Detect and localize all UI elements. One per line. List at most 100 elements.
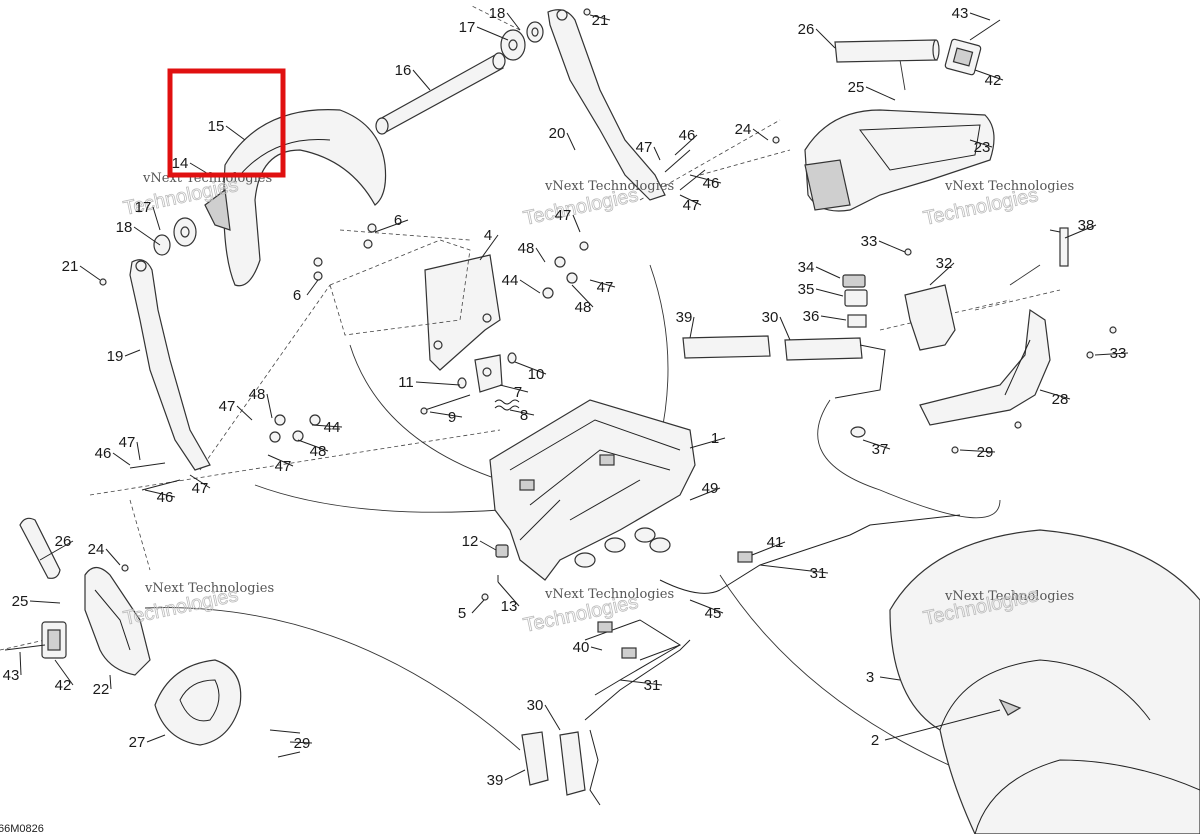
callout-42: 42: [55, 677, 72, 694]
part-grip-26-top: [834, 39, 940, 63]
callout-leader: [679, 194, 702, 206]
callout-10: 10: [528, 366, 545, 383]
callout-12: 12: [462, 533, 479, 550]
callout-leader: [112, 452, 131, 466]
callout-leader: [815, 28, 836, 49]
part-grip-30-right: [784, 337, 886, 399]
callout-48: 48: [249, 386, 266, 403]
callout-42: 42: [985, 72, 1002, 89]
callout-leader: [514, 361, 547, 375]
callout-47: 47: [219, 398, 236, 415]
part-washer-17-18-top: [500, 21, 544, 61]
part-handle-23: [804, 109, 995, 212]
callout-leader: [1039, 389, 1071, 400]
callout-37: 37: [872, 441, 889, 458]
callout-leader: [815, 288, 844, 297]
callout-21: 21: [62, 258, 79, 275]
part-clip-37: [850, 426, 866, 438]
part-bezel-42-left: [41, 621, 67, 659]
callout-33: 33: [861, 233, 878, 250]
callout-30: 30: [762, 309, 779, 326]
callout-leader: [779, 316, 791, 341]
callout-24: 24: [735, 121, 752, 138]
part-bumper-12: [495, 544, 509, 558]
callout-leader: [79, 265, 101, 281]
callout-14: 14: [172, 155, 189, 172]
callout-leader: [589, 279, 616, 288]
callout-16: 16: [395, 62, 412, 79]
callout-leader: [689, 437, 726, 449]
callout-32: 32: [936, 255, 953, 272]
callout-leader: [189, 474, 211, 489]
watermark-text: vNext Technologies: [544, 587, 674, 602]
callout-leader: [878, 240, 906, 253]
callout-leader: [297, 439, 329, 452]
part-washer-17-18-left: [153, 217, 197, 256]
part-grip-26-left: [19, 517, 61, 579]
callout-leader: [535, 247, 546, 263]
callout-30: 30: [527, 697, 544, 714]
callout-leader: [589, 14, 611, 21]
callout-leader: [506, 12, 521, 31]
callout-leader: [590, 646, 603, 651]
callout-leader: [306, 279, 319, 296]
callout-26: 26: [798, 21, 815, 38]
callout-leader: [39, 540, 74, 561]
part-bracket-28: [919, 308, 1051, 426]
callout-43: 43: [3, 667, 20, 684]
callout-leader: [19, 651, 22, 676]
callout-leader: [289, 741, 313, 744]
callout-leader: [959, 449, 996, 453]
callout-leader: [124, 349, 141, 357]
callout-47: 47: [555, 207, 572, 224]
callout-leader: [752, 128, 769, 141]
part-rear-cover-15: [204, 109, 387, 287]
flow-arrows: [144, 59, 1041, 771]
callout-leader: [136, 441, 141, 461]
fasteners: [4, 8, 1117, 758]
callout-39: 39: [487, 772, 504, 789]
callout-46: 46: [679, 127, 696, 144]
watermark-text: vNext Technologies: [944, 179, 1074, 194]
callout-43: 43: [952, 5, 969, 22]
part-screw-5: [481, 593, 489, 601]
callout-17: 17: [459, 19, 476, 36]
callout-leader: [236, 405, 253, 421]
callout-9: 9: [448, 409, 456, 426]
callout-leader: [476, 26, 509, 41]
callout-47: 47: [275, 458, 292, 475]
callout-leader: [146, 734, 166, 743]
part-arm-19: [129, 259, 211, 471]
part-clamps-49: [574, 527, 671, 568]
callout-leader: [815, 266, 841, 279]
callout-1: 1: [711, 430, 719, 447]
callout-leader: [429, 411, 463, 418]
callout-leader: [572, 214, 581, 233]
callout-22: 22: [93, 681, 110, 698]
callout-leader: [509, 409, 535, 416]
callout-18: 18: [489, 5, 506, 22]
callout-29: 29: [294, 735, 311, 752]
callout-31: 31: [810, 565, 827, 582]
callout-leader: [929, 262, 955, 286]
callout-40: 40: [573, 639, 590, 656]
part-handle-22: [84, 566, 151, 676]
callout-leader: [54, 659, 74, 686]
callout-leader: [689, 316, 695, 339]
callout-leader: [884, 709, 1001, 741]
callout-35: 35: [798, 281, 815, 298]
part-switch-housing-32: [904, 284, 956, 351]
part-washer-10-11: [457, 352, 517, 389]
callout-leader: [751, 541, 786, 556]
callout-leader: [412, 69, 431, 91]
callout-leader: [653, 146, 661, 161]
callout-leader: [619, 679, 663, 686]
callout-leader: [415, 381, 461, 386]
callout-leader: [519, 279, 541, 294]
callout-4: 4: [484, 227, 492, 244]
callout-5: 5: [458, 605, 466, 622]
highlight-box: [167, 68, 286, 178]
part-cover-27: [154, 659, 242, 746]
callout-39: 39: [676, 309, 693, 326]
callout-26: 26: [55, 533, 72, 550]
